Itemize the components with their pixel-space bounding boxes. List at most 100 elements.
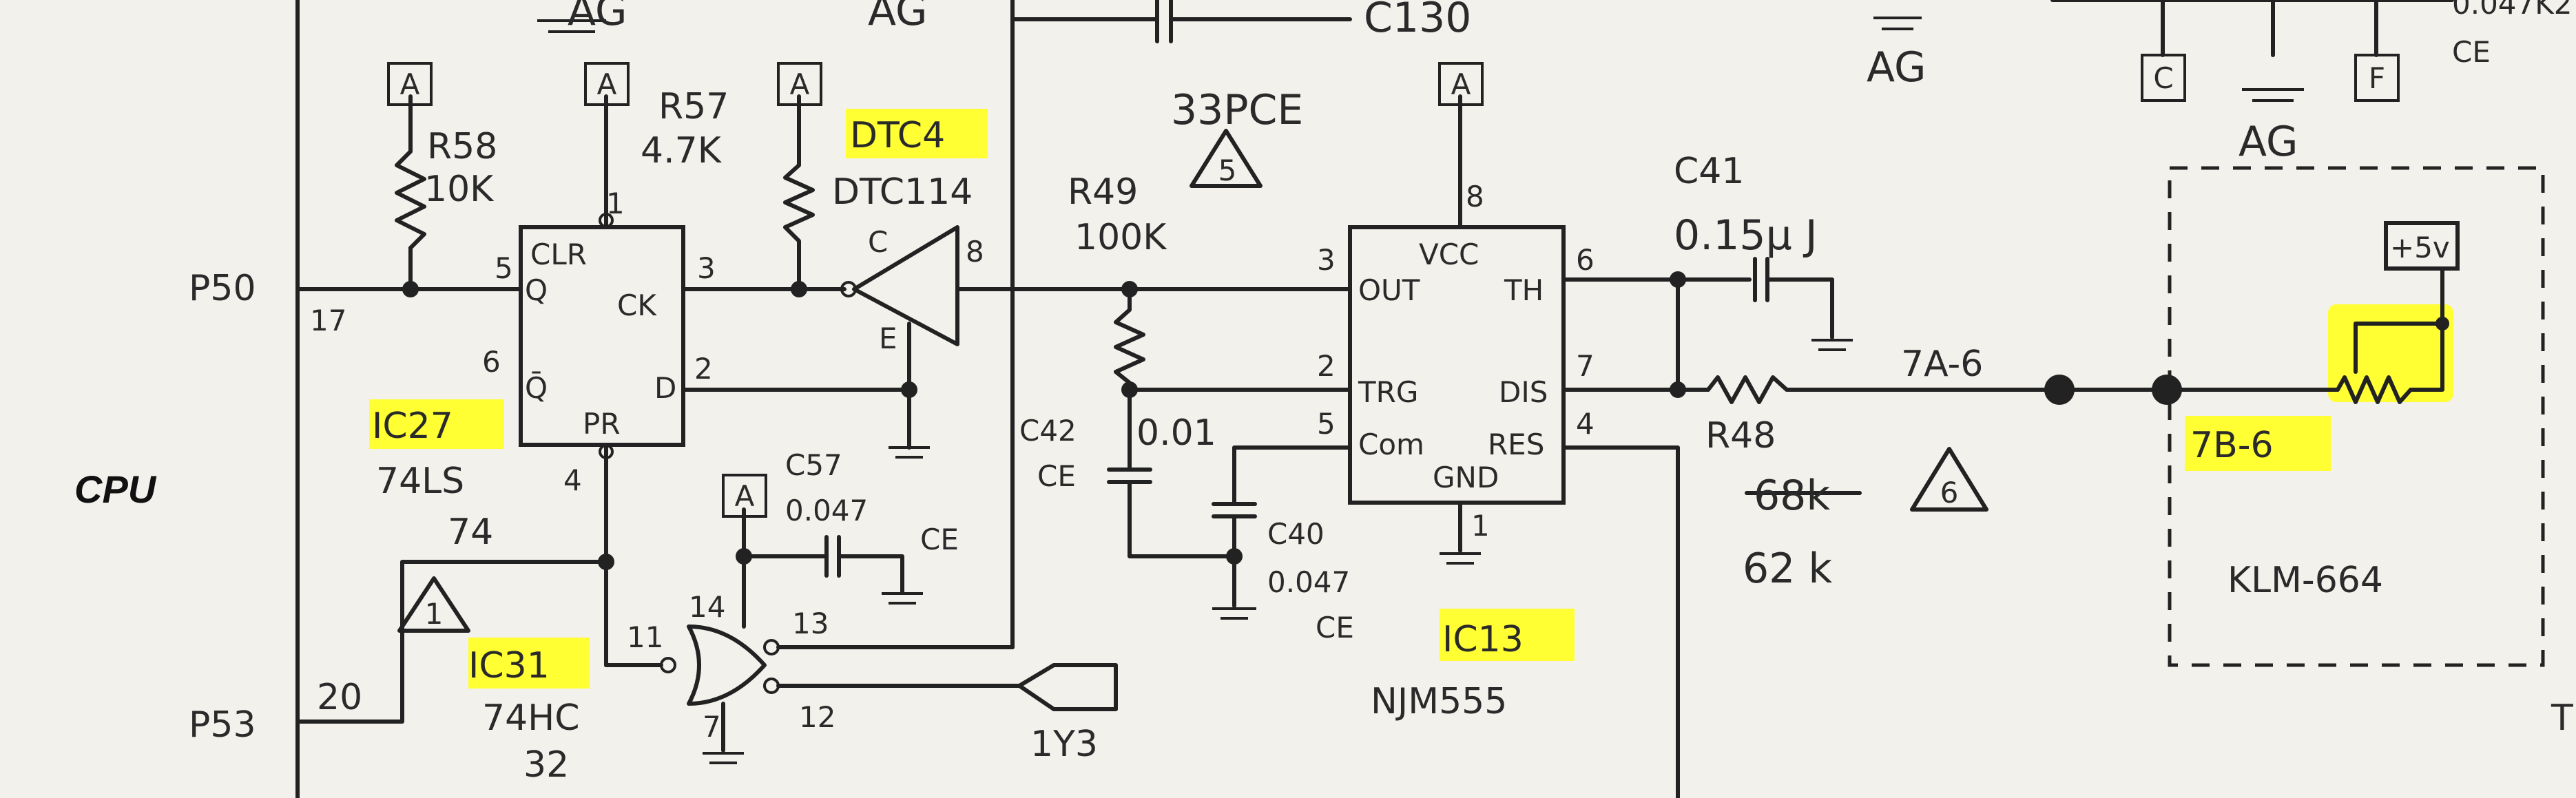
ff-pr-label: PR <box>583 407 621 441</box>
svg-text:A: A <box>790 67 810 101</box>
callout-f: F <box>2354 54 2400 102</box>
junction-c40 <box>1226 548 1243 565</box>
555-gnd-label: GND <box>1433 461 1499 494</box>
plus5v-box <box>2384 221 2460 271</box>
topright-ce-label: CE <box>2452 35 2491 69</box>
gate-pin11: 11 <box>627 620 663 654</box>
ff-pin5: 5 <box>495 251 513 285</box>
p50-label: P50 <box>189 268 256 309</box>
ag-label-top-mid: AG <box>868 0 927 35</box>
c41-value: 0.15μ J <box>1674 211 1818 260</box>
ag-label-top-left: AG <box>568 0 627 35</box>
555-pin3: 3 <box>1317 243 1336 277</box>
ic13-555-box <box>1348 225 1566 505</box>
ic31-highlight <box>468 638 590 689</box>
ff-ck-label: CK <box>617 288 657 322</box>
555-dis-label: DIS <box>1499 375 1548 409</box>
ff-pin6: 6 <box>482 345 501 379</box>
ic13-type: NJM555 <box>1371 681 1507 722</box>
com-wire <box>1232 445 1352 505</box>
ground-symbol-top-right2 <box>2242 88 2304 102</box>
555-pin8: 8 <box>1466 180 1484 213</box>
r49-resistor <box>1114 287 1145 392</box>
ff-d-label: D <box>654 371 676 405</box>
555-pin1: 1 <box>1471 509 1490 543</box>
callout-a-r57: A <box>777 62 822 106</box>
ground-symbol-top-left <box>537 19 606 33</box>
r48-resistor <box>1706 375 2061 404</box>
c41-return <box>1765 277 1834 339</box>
555-com-label: Com <box>1358 428 1424 461</box>
ground-symbol-gate <box>703 752 744 764</box>
node-7a6-label: 7A-6 <box>1901 344 1983 385</box>
trimpot-resistor <box>2336 375 2413 404</box>
ff-qbar-label: Q̄ <box>525 370 548 405</box>
ic13-highlight <box>1440 609 1575 661</box>
r48-new-value: 62 k <box>1743 545 1832 593</box>
ground-symbol-e <box>889 446 930 459</box>
pce33-label: 33PCE <box>1171 86 1303 134</box>
pr-bubble <box>599 444 614 459</box>
ic13-label: IC13 <box>1442 619 1524 660</box>
callout-a-vcc: A <box>1438 62 1484 106</box>
dtc114-label: DTC114 <box>832 171 973 213</box>
555-pin7: 7 <box>1576 349 1595 383</box>
junction-dis <box>1670 381 1686 398</box>
555-vcc-label: VCC <box>1419 238 1479 271</box>
ic31-type: 74HC <box>482 697 580 739</box>
pin20-label: 20 <box>317 677 362 718</box>
ag-label-right2: AG <box>2239 118 2298 166</box>
ic31-or-gate <box>687 624 767 706</box>
revision-triangle-6: 6 <box>1910 447 1988 512</box>
clr-bubble <box>599 213 614 228</box>
ic27-type2: 74 <box>448 512 493 553</box>
r58-value: 10K <box>424 169 495 210</box>
inverter-e-label: E <box>879 322 897 355</box>
inverter-pin8: 8 <box>966 235 984 269</box>
klm664-label: KLM-664 <box>2227 560 2383 601</box>
r48-old-value: 68k <box>1754 472 1830 520</box>
ic27-highlight <box>369 399 504 449</box>
r57-resistor <box>783 94 815 291</box>
c57-value: 0.047 <box>785 494 868 527</box>
svg-text:5: 5 <box>1218 154 1237 187</box>
gate-pin12: 12 <box>799 700 835 734</box>
junction-pr <box>598 554 614 570</box>
ground-symbol-555 <box>1440 552 1481 565</box>
ag-label-top-right: AG <box>1867 43 1926 92</box>
trimpot-junction <box>2435 317 2449 330</box>
ground-symbol-c57 <box>882 592 923 605</box>
c130-label: C130 <box>1364 0 1471 42</box>
ic27-flipflop-box <box>519 225 685 447</box>
svg-text:A: A <box>597 67 617 101</box>
p53-label: P53 <box>189 704 256 746</box>
svg-text:6: 6 <box>1940 476 1959 510</box>
cpu-label: CPU <box>74 468 157 511</box>
ff-pin2: 2 <box>694 352 713 386</box>
svg-text:1: 1 <box>425 597 444 631</box>
svg-text:C: C <box>2153 61 2173 95</box>
junction-th <box>1670 271 1686 288</box>
r49-label: R49 <box>1068 171 1138 213</box>
svg-text:A: A <box>400 67 420 101</box>
ff-pin4: 4 <box>563 463 582 497</box>
node-7b6-label: 7B-6 <box>2190 425 2274 466</box>
callout-c: C <box>2141 54 2186 102</box>
ground-symbol-c40 <box>1212 607 1256 620</box>
ic31-label: IC31 <box>468 645 550 686</box>
c41-label: C41 <box>1674 151 1744 192</box>
dtc4-highlight <box>846 109 988 158</box>
r57-label: R57 <box>658 86 729 127</box>
555-th-label: TH <box>1504 273 1544 307</box>
555-pin6: 6 <box>1576 243 1595 277</box>
r58-resistor <box>395 149 426 250</box>
555-pin2: 2 <box>1317 349 1336 383</box>
svg-text:F: F <box>2369 61 2385 95</box>
ic27-type: 74LS <box>376 461 464 502</box>
ff-clr-label: CLR <box>530 238 587 271</box>
gate-pin14: 14 <box>689 590 725 624</box>
c40-ce: CE <box>1316 611 1354 644</box>
pin17-label: 17 <box>310 304 346 337</box>
svg-text:A: A <box>1451 67 1471 101</box>
